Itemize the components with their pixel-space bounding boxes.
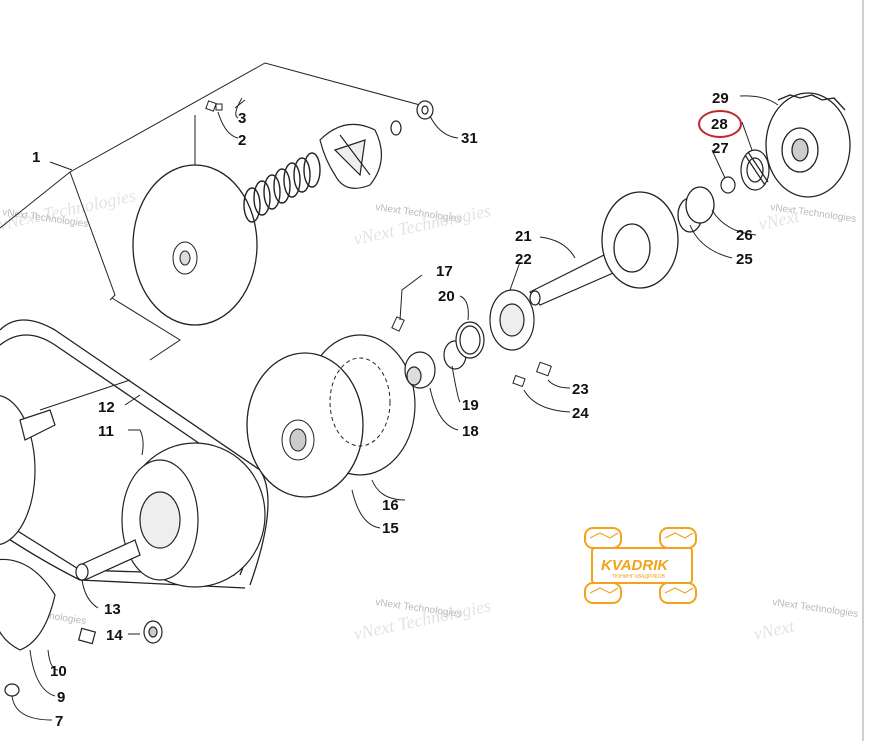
callout-27: 27 — [712, 140, 729, 157]
watermarks: vNext Technologies vNext Technologies vN… — [0, 185, 859, 644]
logo-text: KVADRIK — [601, 557, 669, 574]
callout-21: 21 — [515, 228, 532, 245]
highlight-ring-28 — [698, 110, 742, 138]
sprag-bearing — [720, 149, 770, 194]
bolt-23 — [512, 361, 552, 388]
callout-11: 11 — [98, 423, 114, 440]
gear-29 — [765, 92, 851, 198]
callout-12: 12 — [98, 399, 115, 416]
left-clutch-part — [0, 394, 56, 546]
callout-20: 20 — [438, 288, 455, 305]
bottom-small-parts — [0, 558, 163, 697]
callout-23: 23 — [572, 381, 589, 398]
callout-2: 2 — [238, 132, 246, 149]
callout-7: 7 — [55, 713, 63, 730]
callout-25: 25 — [736, 251, 753, 268]
lower-clutch — [75, 442, 266, 588]
small-fasteners — [205, 99, 246, 112]
callout-16: 16 — [382, 497, 399, 514]
callout-26: 26 — [736, 227, 753, 244]
spring — [243, 152, 321, 223]
callout-13: 13 — [104, 601, 121, 618]
callout-3: 3 — [238, 110, 246, 127]
retaining-rings — [390, 100, 434, 136]
bearing-set — [404, 289, 535, 389]
callout-labels: 1 2 3 7 9 10 11 12 13 14 15 16 17 18 19 … — [32, 90, 753, 730]
callout-17: 17 — [436, 263, 453, 280]
callout-24: 24 — [572, 405, 589, 422]
callout-19: 19 — [462, 397, 479, 414]
driven-clutch — [246, 334, 416, 498]
kvadrik-logo: KVADRIK ТЮНИНГ КВАДРИКОВ — [584, 527, 697, 604]
svg-text:vNext: vNext — [752, 616, 797, 644]
callout-29: 29 — [712, 90, 729, 107]
callout-1: 1 — [32, 149, 40, 166]
drive-clutch-sheave — [132, 164, 258, 326]
spider-cover — [319, 123, 382, 189]
callout-15: 15 — [382, 520, 399, 537]
callout-14: 14 — [106, 627, 123, 644]
page-border — [862, 0, 864, 741]
bolt-17 — [391, 316, 405, 332]
leader-lines — [11, 95, 779, 721]
callout-18: 18 — [462, 423, 479, 440]
callout-10: 10 — [50, 663, 67, 680]
callout-22: 22 — [515, 251, 532, 268]
callout-28: 28 — [711, 116, 728, 133]
logo-subtext: ТЮНИНГ КВАДРИКОВ — [612, 574, 666, 580]
callout-31: 31 — [461, 130, 478, 147]
clutch-housing — [601, 186, 715, 289]
callout-9: 9 — [57, 689, 65, 706]
